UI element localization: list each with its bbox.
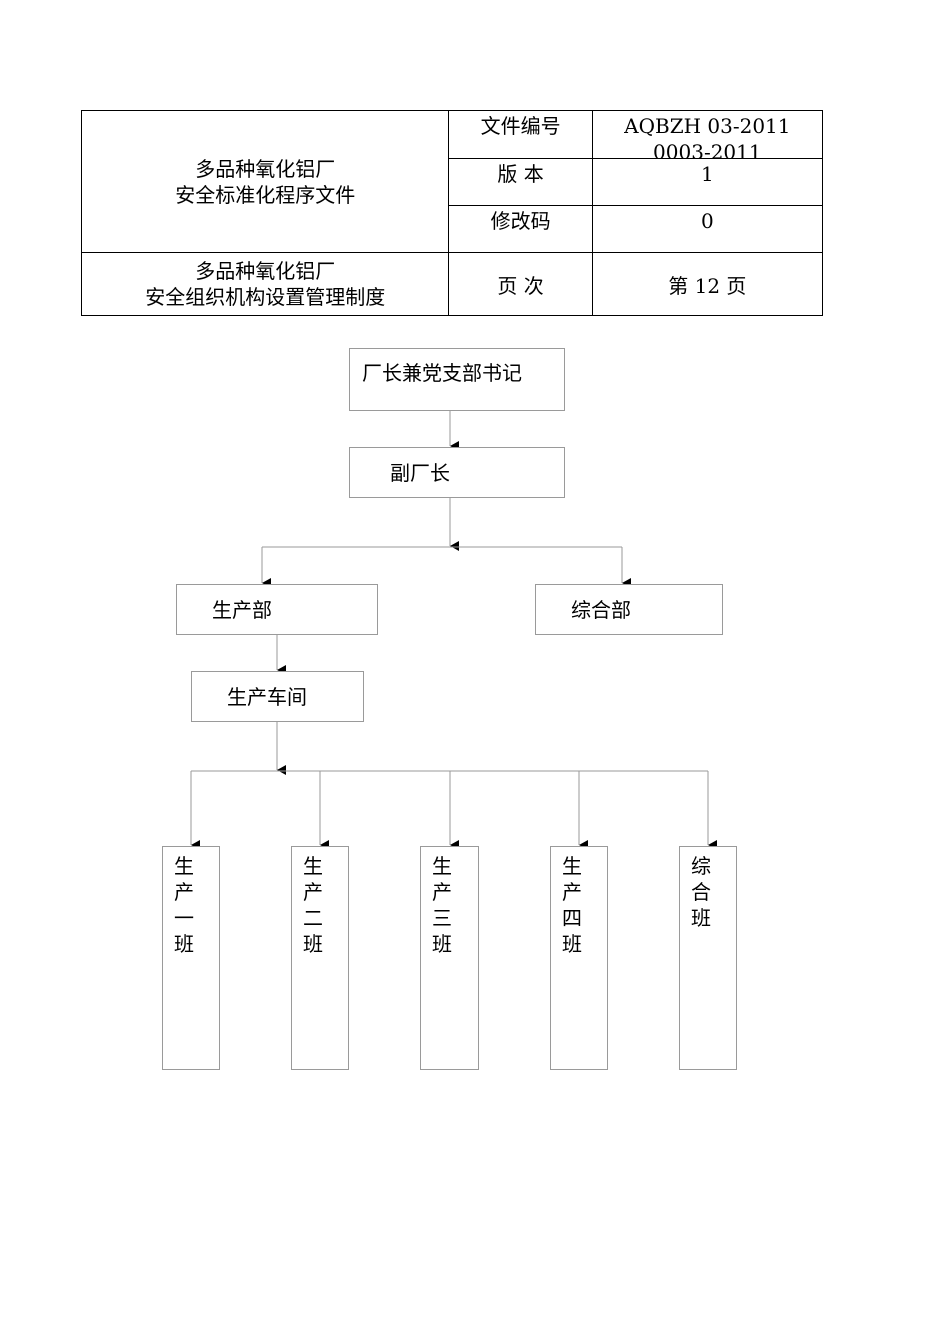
file-no-value-line1: AQBZH 03-2011 <box>624 114 791 138</box>
doc-title-line1: 多品种氧化铝厂 <box>195 259 336 283</box>
deputy-label: 副厂长 <box>390 461 450 485</box>
team-label-2: 生产二班 <box>303 854 323 956</box>
team-label-5: 综合班 <box>691 854 711 930</box>
file-no-value-cell: AQBZH 03-2011 0003-2011 <box>591 110 824 159</box>
team-label-3: 生产三班 <box>432 854 452 956</box>
org-title-line2: 安全标准化程序文件 <box>175 182 356 207</box>
general-dept-box: 综合部 <box>535 584 723 635</box>
org-title-line1: 多品种氧化铝厂 <box>195 156 336 181</box>
team-box-5: 综合班 <box>679 846 737 1070</box>
team-label-4: 生产四班 <box>562 854 582 956</box>
version-label: 版 本 <box>448 158 593 206</box>
doc-title-line2: 安全组织机构设置管理制度 <box>145 285 386 309</box>
org-title-cell: 多品种氧化铝厂 安全标准化程序文件 <box>80 110 450 253</box>
version-value: 1 <box>591 158 824 206</box>
deputy-box: 副厂长 <box>349 447 565 498</box>
doc-title-cell: 多品种氧化铝厂 安全组织机构设置管理制度 <box>80 252 450 316</box>
production-dept-box: 生产部 <box>176 584 378 635</box>
workshop-box: 生产车间 <box>191 671 364 722</box>
document-header-table: 多品种氧化铝厂 安全标准化程序文件 文件编号 AQBZH 03-2011 000… <box>80 110 824 316</box>
team-box-3: 生产三班 <box>420 846 479 1070</box>
team-box-4: 生产四班 <box>550 846 608 1070</box>
director-box: 厂长兼党支部书记 <box>349 348 565 411</box>
general-dept-label: 综合部 <box>571 598 631 622</box>
file-no-value-line2: 0003-2011 <box>653 140 762 159</box>
page-value: 第 12 页 <box>591 252 824 316</box>
page-label: 页 次 <box>448 252 593 316</box>
production-dept-label: 生产部 <box>212 598 272 622</box>
team-label-1: 生产一班 <box>174 854 194 956</box>
workshop-label: 生产车间 <box>227 685 307 709</box>
team-box-2: 生产二班 <box>291 846 349 1070</box>
team-box-1: 生产一班 <box>162 846 220 1070</box>
director-label: 厂长兼党支部书记 <box>362 361 522 385</box>
